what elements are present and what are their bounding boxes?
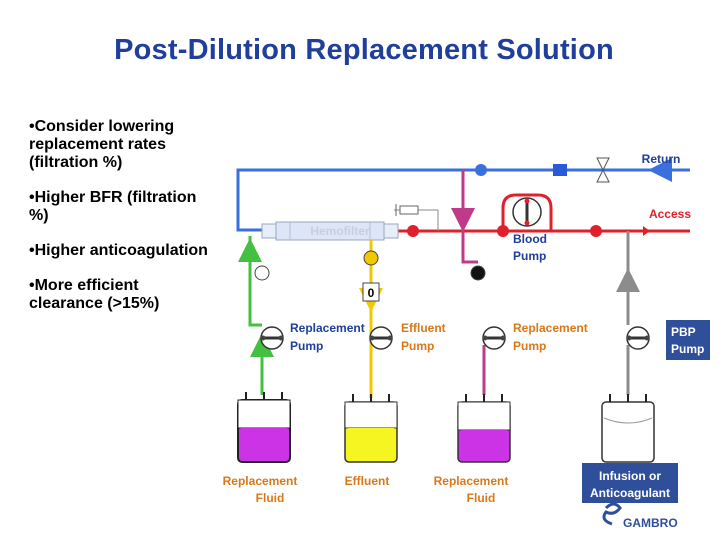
bullet-item: •Consider lowering replacement rates (fi… xyxy=(29,118,175,171)
replacement-pump-left-label: Pump xyxy=(290,339,323,353)
bullet-item: •Higher anticoagulation xyxy=(29,242,208,259)
blood-pump-label: Blood xyxy=(513,232,547,246)
slide-title: Post-Dilution Replacement Solution xyxy=(114,34,614,66)
line-indicator xyxy=(254,265,270,281)
air-detector xyxy=(553,164,567,176)
bullet-item: •More efficient clearance (>15%) xyxy=(29,277,160,312)
replacement-fluid-bag-right xyxy=(457,394,511,463)
bullet-item: •Higher BFR (filtration %) xyxy=(29,189,197,224)
gambro-logo-text: GAMBRO xyxy=(623,516,678,530)
replacement-pump-right-label: Pump xyxy=(513,339,546,353)
infusion-bag xyxy=(601,394,655,463)
infusion-label: Infusion or xyxy=(599,469,661,483)
bullet-list: •Consider lowering replacement rates (fi… xyxy=(29,118,209,330)
access-label: Access xyxy=(649,207,691,221)
pbp-pump-box xyxy=(666,320,710,360)
pbp-pump-label: PBP xyxy=(671,325,696,339)
replacement-pump-left-label: Replacement xyxy=(290,321,365,335)
blood-leak-detector xyxy=(363,250,379,266)
gambro-logo: GAMBRO xyxy=(602,502,678,530)
infusion-label: Anticoagulant xyxy=(590,486,670,500)
effluent-pump-label: Effluent xyxy=(401,321,446,335)
return-label: Return xyxy=(642,152,681,166)
effluent-line: 0 xyxy=(359,240,393,398)
line-indicator xyxy=(470,265,486,281)
pbp-line xyxy=(616,231,710,395)
replacement-fluid-right-label: Fluid xyxy=(467,491,496,505)
blood-pump xyxy=(501,193,553,231)
replacement-fluid-bag-left xyxy=(237,392,291,463)
replacement-line-right xyxy=(451,170,506,395)
replacement-pump-right-label: Replacement xyxy=(513,321,588,335)
sensor-symbol: 0 xyxy=(368,286,375,300)
effluent-label: Effluent xyxy=(345,474,390,488)
replacement-fluid-left-label: Fluid xyxy=(256,491,285,505)
access-clamp xyxy=(643,226,650,236)
hemofilter-label: Hemofilter xyxy=(310,224,370,238)
replacement-fluid-right-label: Replacement xyxy=(434,474,509,488)
return-clamp xyxy=(596,157,610,172)
effluent-bag xyxy=(344,394,398,463)
syringe-icon xyxy=(399,205,419,215)
hemofilter xyxy=(261,221,399,241)
blood-pump-label: Pump xyxy=(513,249,546,263)
return-junction xyxy=(475,164,487,176)
infusion-label-box xyxy=(582,463,678,503)
effluent-pump-label: Pump xyxy=(401,339,434,353)
pbp-pump-label: Pump xyxy=(671,342,704,356)
replacement-line-left xyxy=(238,236,284,395)
replacement-fluid-left-label: Replacement xyxy=(223,474,298,488)
effluent-pressure-sensor xyxy=(362,282,380,302)
